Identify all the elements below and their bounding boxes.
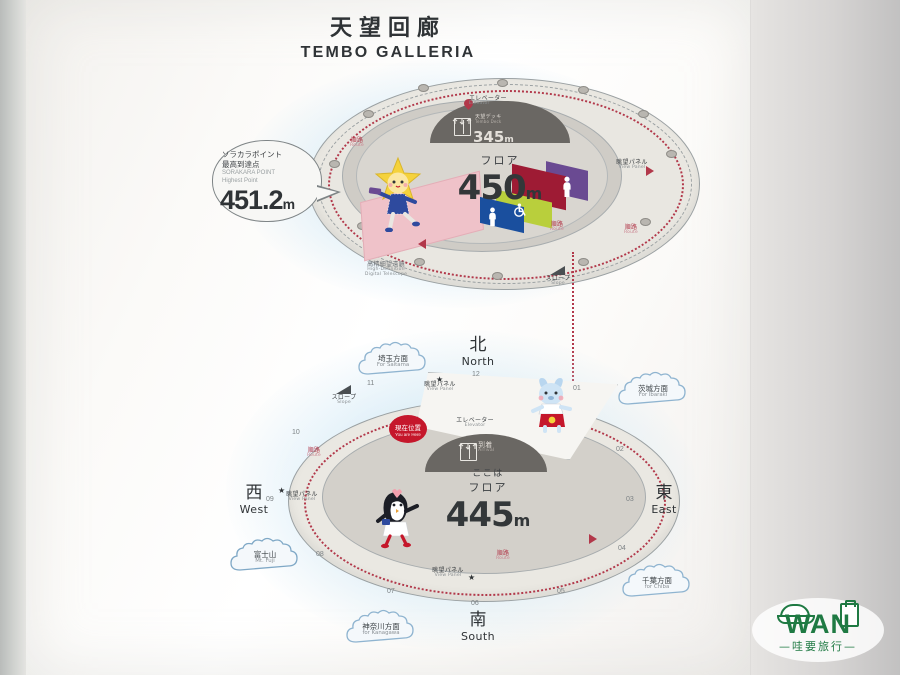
sign-board: 天望回廊 TEMBO GALLERIA — [26, 0, 750, 675]
upper-elevator-destination-value: 345m — [473, 128, 514, 146]
view-panel-star-icon: ★ — [468, 573, 476, 582]
suitcase-icon — [840, 600, 859, 627]
lower-slope-label: スロープ Slope — [331, 394, 357, 406]
watermark-logo: WAN —哇要旅行— — [752, 598, 884, 662]
marker-05: 05 — [557, 588, 565, 595]
marker-03: 03 — [626, 496, 634, 503]
bolt — [578, 258, 589, 266]
marker-12: 12 — [472, 371, 480, 378]
callout-tail — [317, 185, 341, 202]
lower-view-panel-label-top: 眺望パネル View Panel — [424, 381, 456, 393]
upper-floor-readout: フロア 450m — [426, 152, 574, 208]
bolt — [497, 79, 508, 87]
bolt — [578, 86, 589, 94]
elevator-arrows-icon — [451, 112, 473, 125]
upper-telescope-label: 高精細望遠鏡 High-Definition Digital Telescope — [364, 261, 408, 278]
view-panel-star-icon: ★ — [278, 486, 286, 495]
cloud-shape-icon — [230, 537, 298, 571]
bolt — [329, 160, 340, 168]
sorakara-point-callout: ソラカラポイント 最高到達点 SORAKARA POINT Highest Po… — [212, 140, 341, 222]
bolt — [492, 272, 503, 280]
compass-east: 東 East — [651, 483, 677, 516]
marker-04: 04 — [618, 545, 626, 552]
watermark-oval — [752, 598, 884, 662]
upper-elevator-label: エレベーター Elevator — [469, 95, 507, 107]
lower-route-direction-arrow — [589, 534, 597, 544]
bolt — [363, 110, 374, 118]
mascot-penguin — [374, 489, 420, 549]
watermark-tagline: —哇要旅行— — [779, 640, 857, 653]
wall-panel-right — [750, 0, 900, 675]
highest-point-value: 451.2m — [220, 185, 295, 215]
view-panel-arrow-icon — [646, 166, 654, 176]
lower-elevator-label: エレベーター Elevator — [456, 417, 494, 429]
bolt — [638, 110, 649, 118]
sign-title: 天望回廊 TEMBO GALLERIA — [26, 10, 750, 62]
marker-01: 01 — [573, 385, 581, 392]
upper-route-label-left: 順路 Route — [350, 137, 364, 149]
slope-arrow-icon — [336, 385, 351, 394]
cloud-shape-icon — [618, 371, 686, 405]
elevator-icon — [454, 118, 471, 136]
wall-panel-left — [0, 0, 26, 675]
pictogram-person-white — [561, 176, 573, 203]
upper-elevator-destination-label: 天望デッキ Tembo Deck — [475, 114, 502, 125]
compass-south: 南 South — [461, 610, 495, 643]
cloud-shape-icon — [346, 609, 414, 643]
watermark-brand: WAN — [785, 609, 851, 639]
mascot-sorakara-chan — [367, 156, 429, 233]
marker-09: 09 — [266, 496, 274, 503]
you-are-here-badge: 現在位置 You are Here — [389, 415, 427, 443]
lower-route-label-west: 順路 Route — [307, 447, 321, 459]
lower-floor-readout: ここは フロア 445m — [408, 466, 568, 535]
compass-north: 北 North — [461, 335, 495, 368]
hat-icon — [777, 604, 815, 624]
view-panel-star-icon: ★ — [436, 375, 444, 384]
lower-floor-value: 445m — [445, 495, 531, 535]
upper-route-direction-arrow — [418, 239, 426, 249]
mascot-teppei — [529, 377, 575, 433]
pictogram-wheelchair — [513, 203, 527, 222]
cloud-shape-icon — [622, 563, 690, 597]
lower-arrival-label: 到着 Arrival — [478, 441, 495, 454]
bolt — [418, 84, 429, 92]
elevator-icon — [460, 443, 477, 461]
sign-title-ja: 天望回廊 — [329, 16, 446, 41]
cloud-shape-icon — [358, 341, 426, 375]
bolt — [666, 150, 677, 158]
lower-route-label-south: 順路 Route — [496, 550, 510, 562]
pictogram-person-white-2 — [487, 207, 498, 232]
upper-floor-value: 450m — [457, 168, 543, 208]
marker-10: 10 — [292, 429, 300, 436]
upper-route-label-bottom: 順路 Route — [550, 221, 564, 233]
marker-02: 02 — [616, 446, 624, 453]
upper-slope-label: スロープ Slope — [545, 275, 571, 287]
marker-06: 06 — [471, 600, 479, 607]
marker-11: 11 — [367, 380, 375, 387]
upper-route-label-right: 順路 Route — [624, 224, 638, 236]
bolt — [414, 258, 425, 266]
sign-title-en: TEMBO GALLERIA — [300, 44, 476, 61]
elevator-arrows-icon — [457, 437, 479, 450]
slope-arrow-icon — [550, 266, 565, 275]
marker-08: 08 — [316, 551, 324, 558]
compass-west: 西 West — [239, 483, 269, 516]
lower-view-panel-label-south: 眺望パネル View Panel — [432, 567, 464, 579]
marker-07: 07 — [387, 588, 395, 595]
bolt — [640, 218, 651, 226]
lower-view-panel-label-west: 眺望パネル View Panel — [286, 491, 318, 503]
upper-view-panel-label: 眺望パネル View Panel — [616, 159, 648, 171]
